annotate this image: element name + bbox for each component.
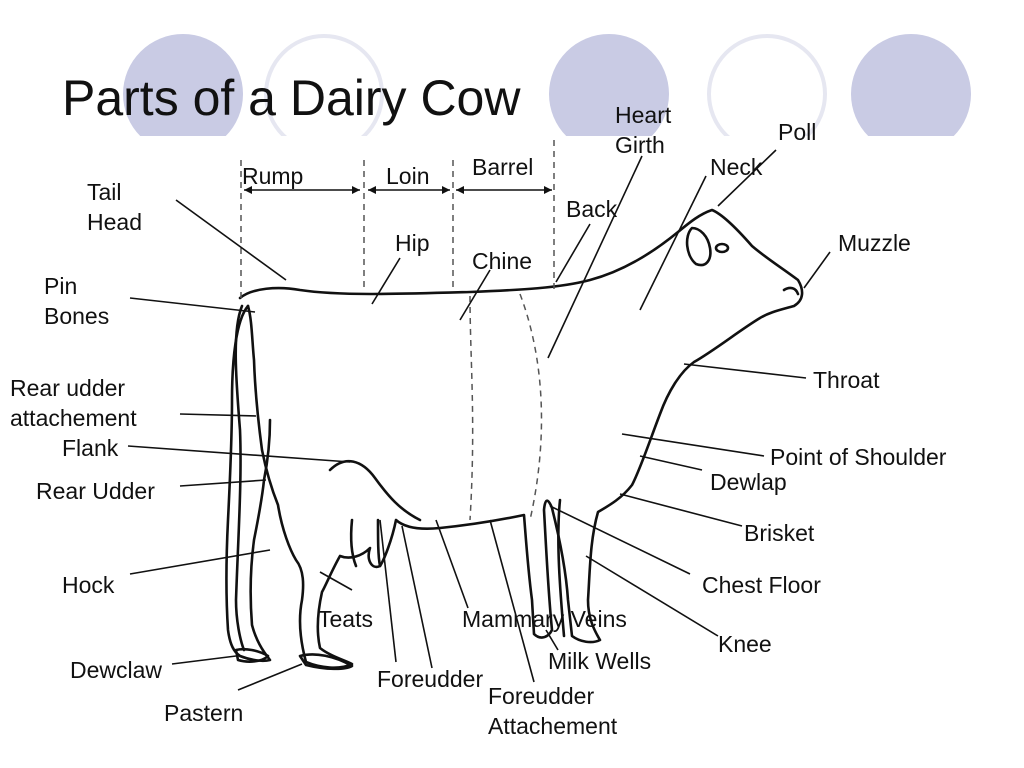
pointer-foreudder-2: [401, 525, 433, 669]
label-rear-udder-attachment: Rear udder attachement: [10, 373, 137, 433]
label-chine: Chine: [472, 248, 533, 274]
pointer-point-of-shoulder: [621, 433, 765, 457]
cow-front-leg-inner: [557, 498, 566, 638]
pointer-knee: [585, 555, 719, 637]
label-barrel: Barrel: [472, 154, 534, 180]
label-heart-girth-line1: Heart: [615, 102, 672, 128]
cow-udder: [328, 459, 422, 522]
pointer-pastern: [237, 663, 303, 691]
arrowhead-loin-right: [442, 186, 450, 194]
label-heart-girth-line2: Girth: [615, 132, 665, 158]
pointer-teats: [319, 571, 353, 591]
label-pin-bones-line1: Pin: [44, 273, 78, 299]
label-rear-udder-attachment-line2: attachement: [10, 405, 137, 431]
cow-ear: [685, 226, 712, 267]
pointer-muzzle: [803, 251, 831, 289]
label-pastern: Pastern: [164, 700, 244, 726]
label-foreudder-attachment-line1: Foreudder: [488, 683, 595, 709]
pointer-tail-head: [175, 199, 287, 281]
label-foreudder-attachment: Foreudder Attachement: [488, 681, 617, 741]
cow-body-outline: [238, 208, 804, 669]
pointer-mammary-veins: [435, 519, 469, 609]
arrowhead-rump-left: [244, 186, 252, 194]
pointer-rear-udder: [179, 479, 267, 487]
pointer-brisket: [619, 493, 743, 527]
label-rear-udder: Rear Udder: [36, 478, 155, 504]
label-chest-floor: Chest Floor: [702, 572, 821, 598]
cow-rear-hoof: [234, 647, 270, 663]
label-flank: Flank: [62, 435, 119, 461]
label-pin-bones: Pin Bones: [44, 271, 109, 331]
cow-nostril: [782, 286, 800, 296]
decor-circle-4: [707, 34, 827, 154]
barrel-guide-2: [519, 293, 543, 521]
pointer-rear-udder-attachment: [179, 413, 257, 417]
pointer-chest-floor: [549, 505, 691, 575]
label-knee: Knee: [718, 631, 772, 657]
pointer-flank: [127, 445, 351, 463]
cow-rear-leg: [225, 304, 272, 663]
content-panel: [0, 136, 1024, 768]
pointer-throat: [683, 363, 807, 379]
label-back: Back: [566, 196, 618, 222]
pointer-pin-bones: [129, 297, 256, 313]
pointer-dewclaw: [171, 655, 237, 665]
arrowhead-barrel-right: [544, 186, 552, 194]
pointer-neck: [639, 175, 707, 311]
label-hip: Hip: [395, 230, 430, 256]
pointer-dewlap: [639, 455, 703, 471]
pointer-foreudder-attachment: [545, 629, 559, 651]
label-teats: Teats: [318, 606, 373, 632]
label-dewlap: Dewlap: [710, 469, 787, 495]
cow-tail: [234, 304, 246, 652]
slide-title: Parts of a Dairy Cow: [62, 70, 521, 126]
decor-circle-5: [851, 34, 971, 154]
barrel-guide-1: [469, 295, 474, 521]
arrowhead-rump-right: [352, 186, 360, 194]
pointer-poll: [717, 149, 777, 207]
pointer-back: [555, 223, 591, 283]
label-foreudder: Foreudder: [377, 666, 484, 692]
pointer-hip: [371, 257, 401, 305]
label-milk-wells: Milk Wells: [548, 648, 652, 674]
label-neck: Neck: [710, 154, 763, 180]
label-heart-girth: Heart Girth: [615, 100, 671, 160]
pointer-foreudder: [379, 519, 397, 663]
label-poll: Poll: [778, 119, 817, 145]
pointer-milk-wells: [489, 519, 535, 683]
arrowhead-loin-left: [368, 186, 376, 194]
label-rear-udder-attachment-line1: Rear udder: [10, 375, 126, 401]
label-throat: Throat: [813, 367, 880, 393]
cow-eye: [714, 242, 730, 254]
pointer-hock: [129, 549, 271, 575]
label-brisket: Brisket: [744, 520, 815, 546]
label-tail-head-line1: Tail: [87, 179, 122, 205]
label-tail-head: Tail Head: [87, 177, 142, 237]
label-hock: Hock: [62, 572, 115, 598]
label-point-of-shoulder: Point of Shoulder: [770, 444, 947, 470]
label-rump: Rump: [242, 163, 304, 189]
arrowhead-barrel-left: [456, 186, 464, 194]
label-mammary-veins: Mammary Veins: [462, 606, 627, 632]
cow-hind-hoof: [298, 653, 354, 671]
decor-circle-2: [264, 34, 384, 154]
label-loin: Loin: [386, 163, 430, 189]
decor-circle-3: [549, 34, 669, 154]
label-tail-head-line2: Head: [87, 209, 142, 235]
pointer-heart-girth: [547, 155, 643, 359]
cow-teat-front: [376, 518, 382, 568]
decor-circle-1: [123, 34, 243, 154]
cow-teat-rear: [349, 518, 358, 568]
label-pin-bones-line2: Bones: [44, 303, 110, 329]
label-muzzle: Muzzle: [838, 230, 911, 256]
label-foreudder-attachment-line2: Attachement: [488, 713, 618, 739]
pointer-chine: [459, 269, 491, 321]
label-dewclaw: Dewclaw: [70, 657, 163, 683]
